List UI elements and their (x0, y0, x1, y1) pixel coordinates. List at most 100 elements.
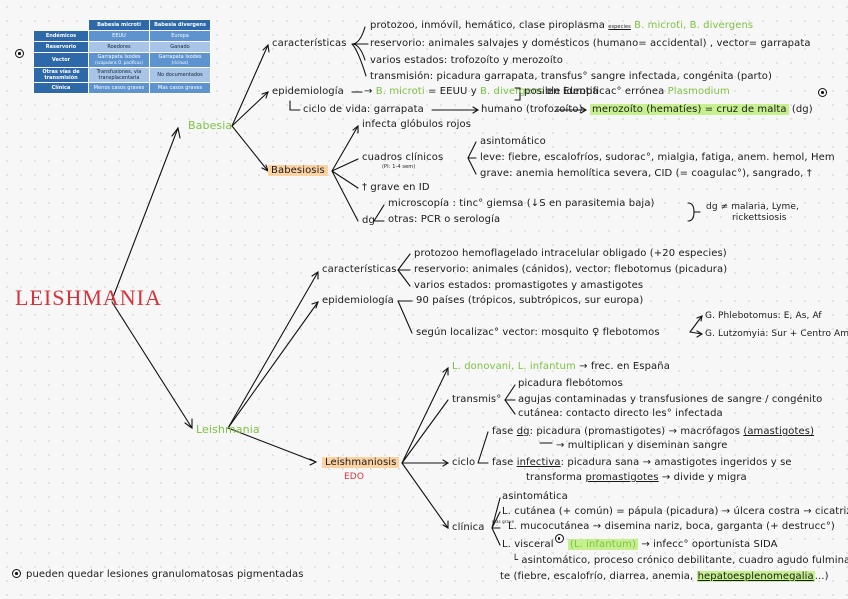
cell-sub: (ricinus) (171, 60, 189, 65)
leish-epi-line-2: según localizac° vector: mosquito ♀ fleb… (416, 327, 660, 338)
table-cell: No documentados (149, 67, 211, 83)
table-cell: Roedores (88, 41, 150, 53)
text: → frec. en España (579, 361, 670, 372)
leish-t3: cutánea: contacto directo les° infectada (518, 408, 723, 419)
text-highlight: hepatoesplenomegalia (696, 571, 815, 582)
text-highlight: Babesiosis (268, 165, 328, 176)
babesia-epi-line-1: → B. microti = EEUU y B. divergens en Eu… (364, 86, 599, 98)
leishmania-node: Leishmania (196, 423, 260, 436)
babesia-car-line-2: reservorio: animales salvajes y doméstic… (370, 38, 811, 49)
babesiosis-dg: dg (362, 215, 375, 226)
leish-epidemiologia-node: epidemiología (322, 295, 394, 306)
babesia-ciclo-a: ciclo de vida: garrapata (303, 104, 424, 115)
text: protozoo, inmóvil, hemático, clase pirop… (370, 20, 605, 31)
text-underline: dg (516, 426, 530, 437)
leish-fase-dg: fase dg: picadura (promastigotes) → macr… (492, 426, 814, 438)
babesiosis-c3: grave: anemia hemolítica severa, CID (= … (480, 168, 812, 179)
note-marker-icon (554, 534, 564, 543)
table-cell: Garrapata Ixodes(ricinus) (149, 52, 211, 68)
text-underline: (amastigotes) (743, 426, 815, 437)
leishmaniosis-node: Leishmaniosis (322, 457, 400, 469)
text: te (fiebre, escalofrío, diarrea, anemia, (500, 571, 694, 582)
table-cell: Garrapata Ixodes(scapularis O. pacificus… (88, 52, 150, 68)
text: : picadura (promastigotes) → macrófagos (529, 426, 741, 437)
row-header: Endémicos (33, 30, 89, 42)
table-cell: Mas casos graves (149, 82, 211, 94)
text: en Europa (546, 86, 599, 97)
note-marker-icon (15, 49, 24, 58)
babesiosis-c1: asintomático (480, 136, 546, 147)
leish-fase-infectiva-2: transforma promastigotes → divide y migr… (526, 472, 747, 484)
text: : picadura sana → amastigotes ingeridos … (560, 457, 792, 468)
leish-k2: L. cutánea (+ común) = pápula (picadura)… (502, 506, 848, 517)
text-sep: , (683, 20, 687, 31)
arrow-icon: → (364, 86, 373, 97)
note-marker-icon (818, 88, 827, 97)
row-header: Clínica (33, 82, 89, 94)
species-name: L. donovani (452, 361, 512, 372)
leish-fase-dg-2: → multiplican y diseminan sangre (556, 440, 728, 451)
babesiosis-cuadros: cuadros clínicos (362, 152, 444, 163)
table-header: Babesia divergens (149, 19, 211, 31)
babesia-car-line-3: varios estados: trofozoíto y merozoíto (370, 55, 563, 66)
table-cell: Ganado (149, 41, 211, 53)
table-cell: EEUU (88, 30, 150, 42)
table-cell: Menos casos graves (88, 82, 150, 94)
babesiosis-dg1: microscopía : tinc° giemsa (↓S en parasi… (388, 198, 655, 209)
leish-t2: agujas contaminadas y transfusiones de s… (518, 394, 823, 405)
leish-k3: L. mucocutánea → disemina nariz, boca, g… (508, 521, 835, 532)
text: → divide y migra (661, 472, 747, 483)
babesiosis-dd1: dg ≠ malaria, Lyme, (706, 202, 800, 212)
text-underline: promastigotes (585, 472, 659, 483)
leish-especies: L. donovani, L. infantum → frec. en Espa… (452, 361, 670, 373)
edo-badge: EDO (344, 472, 365, 482)
leish-k3-small: más grave (492, 519, 515, 524)
text: fase (492, 426, 514, 437)
leish-car-line-3: varios estados: promastigotes y amastigo… (414, 280, 644, 291)
leish-vector-1: G. Phlebotomus: E, As, Af (705, 311, 822, 321)
text-highlight: Leishmaniosis (322, 457, 400, 468)
text: posible identificac° errónea (524, 86, 665, 97)
babesiosis-cuadros-sub: (PI: 1-4 sem) (382, 164, 416, 170)
leish-ciclo: ciclo (452, 457, 476, 468)
species-name: B. divergens (689, 20, 754, 31)
leish-epi-line-1: 90 países (trópicos, subtrópicos, sur eu… (416, 295, 644, 306)
table-header: Babesia microti (88, 19, 150, 31)
row-header: Vector (33, 52, 89, 68)
text-small: especies (608, 24, 631, 30)
cell-main: Garrapata Ixodes (97, 54, 141, 60)
babesia-ciclo-b: humano (trofozoíto) (481, 104, 583, 115)
babesia-node: Babesia (188, 119, 233, 132)
table-cell: Europa (149, 30, 211, 42)
table-cell: Transfusiones, vía transplacentaria (88, 67, 150, 83)
babesia-car-line-1: protozoo, inmóvil, hemático, clase pirop… (370, 20, 753, 32)
babesia-car-line-4: transmisión: picadura garrapata, transfu… (370, 71, 773, 82)
babesia-ciclo-c: merozoíto (hematíes) = cruz de malta (dg… (590, 104, 813, 116)
table-corner (34, 20, 89, 31)
text: (dg) (791, 104, 813, 115)
babesiosis-dd2: rickettsiosis (732, 213, 787, 223)
leish-k4: L. visceral (L. infantum) → infecc° opor… (502, 534, 778, 551)
babesiosis-grave: † grave en ID (362, 182, 430, 193)
table-row: Clínica Menos casos graves Mas casos gra… (33, 82, 211, 94)
cell-sub: (scapularis O. pacificus) (95, 60, 143, 65)
babesia-comparison-table: Babesia microti Babesia divergens Endémi… (33, 19, 211, 94)
babesia-epi-extra: posible identificac° errónea Plasmodium (524, 86, 730, 98)
species-name: B. divergens (480, 86, 544, 97)
leish-k6: te (fiebre, escalofrío, diarrea, anemia,… (500, 571, 829, 583)
cell-main: Garrapata Ixodes (158, 54, 202, 60)
leish-clinica: clínica (452, 522, 485, 533)
leish-fase-infectiva: fase infectiva: picadura sana → amastigo… (492, 457, 792, 469)
species-name: B. microti (634, 20, 684, 31)
row-header: Reservorio (33, 41, 89, 53)
page-title: LEISHMANIA (15, 285, 162, 310)
leish-t1: picadura flebótomos (518, 378, 623, 389)
text-highlight: merozoíto (hematíes) = cruz de malta (590, 104, 789, 115)
leish-caracteristicas-node: características (322, 264, 397, 275)
babesia-epidemiologia-node: epidemiología (272, 86, 344, 97)
text-sep: , (511, 361, 515, 372)
leish-car-line-1: protozoo hemoflagelado intracelular obli… (414, 248, 727, 259)
text: L. visceral (502, 539, 554, 550)
table-row: Reservorio Roedores Ganado (33, 41, 211, 53)
leish-k1: asintomática (502, 491, 568, 502)
